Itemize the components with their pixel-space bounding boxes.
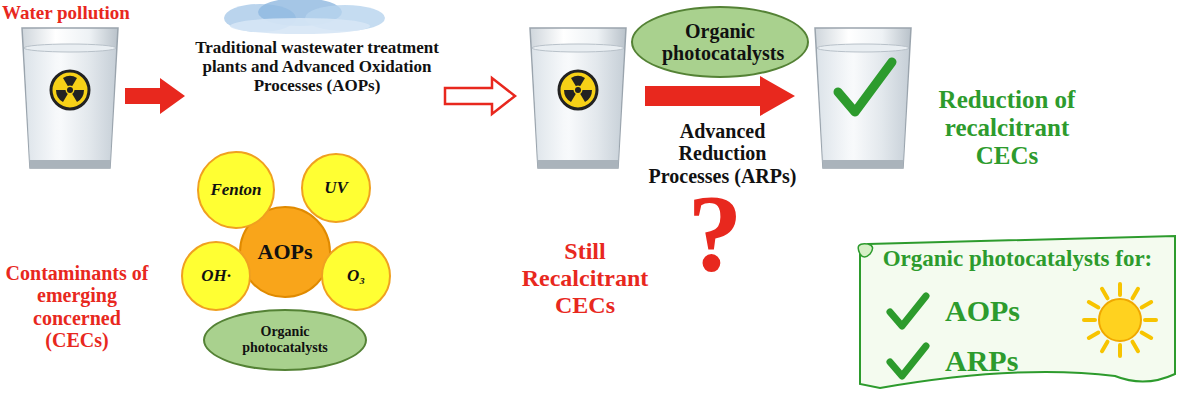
sun-icon: [1084, 284, 1156, 356]
node-label: O₃: [343, 266, 369, 285]
list-item: AOPs: [945, 294, 1065, 328]
water-glass: [22, 28, 118, 168]
node-label: UV: [320, 178, 352, 197]
panel-heading: Organic photocatalysts for:: [850, 246, 1185, 272]
caption-text: Reduction of recalcitrant CECs: [912, 86, 1102, 170]
process-circle: O₃: [321, 241, 391, 311]
process-circle: Fenton: [197, 151, 275, 229]
radiation-symbol: [51, 71, 89, 109]
check-mark: [890, 346, 926, 376]
node-label: Organic photocatalysts: [228, 324, 342, 355]
caption-text: Water pollution: [2, 2, 162, 23]
water-glass: [530, 28, 626, 168]
process-circle: OH·: [181, 241, 251, 311]
scroll-panel: Organic photocatalysts for: AOPsARPs: [850, 232, 1185, 398]
caption-text: Contaminants of emerging concerned (CECs…: [2, 262, 152, 352]
big-arrow: [645, 76, 795, 116]
question-mark: ?: [660, 178, 770, 288]
list-item: ARPs: [945, 344, 1065, 378]
caption-text: Traditional wastewater treatment plants …: [192, 38, 442, 95]
photocatalyst-ellipse: Organic photocatalysts: [203, 309, 367, 371]
cloud-image: [224, 0, 385, 34]
outline-arrow: [445, 78, 515, 114]
radiation-symbol: [559, 71, 597, 109]
process-circle: UV: [301, 153, 371, 223]
node-label: Fenton: [206, 180, 265, 199]
caption-text: Still Recalcitrant CECs: [500, 238, 670, 319]
node-label: Organic photocatalysts: [658, 20, 782, 65]
node-label: OH·: [197, 266, 235, 285]
flow-arrow: [125, 78, 185, 114]
node-label: AOPs: [254, 240, 317, 265]
photocatalyst-ellipse: Organic photocatalysts: [631, 6, 809, 78]
check-mark: [838, 62, 892, 112]
water-glass: [815, 28, 911, 168]
check-mark: [890, 296, 926, 326]
